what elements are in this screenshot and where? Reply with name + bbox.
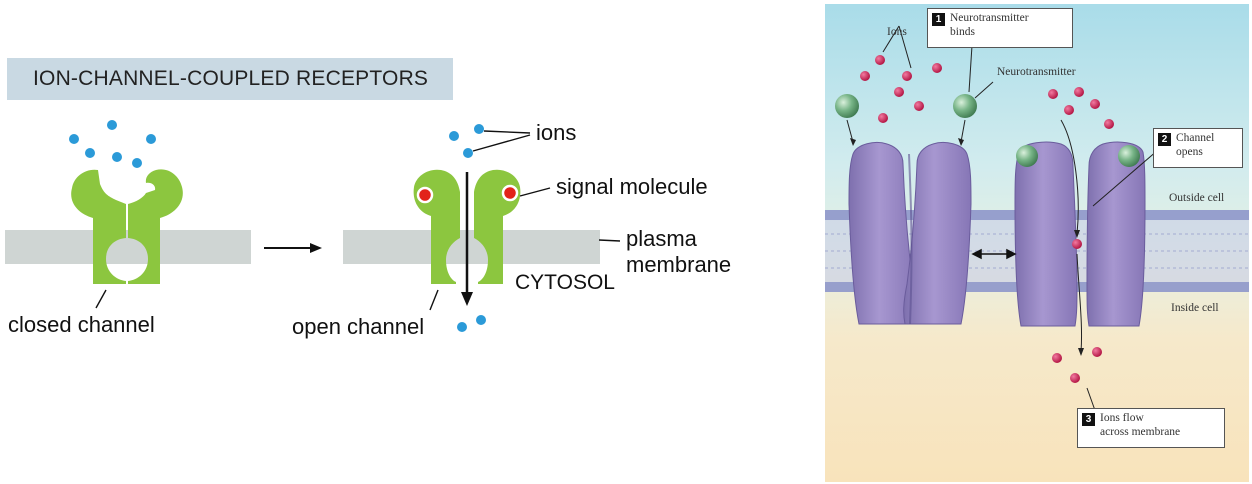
ion bbox=[449, 131, 459, 141]
plasma-membrane-open bbox=[343, 230, 600, 264]
ion bbox=[474, 124, 484, 134]
ion bbox=[132, 158, 142, 168]
closed-channel-protein bbox=[848, 141, 972, 325]
outside-cell-label: Outside cell bbox=[1169, 192, 1225, 204]
signal-molecule-left bbox=[416, 186, 434, 204]
step-1-number: 1 bbox=[932, 13, 945, 26]
open-channel-leader bbox=[429, 289, 439, 311]
right-diagram-panel: Ions Neurotransmitter Outside cell Insid… bbox=[825, 4, 1249, 482]
ion bbox=[1090, 99, 1100, 109]
step-2-number: 2 bbox=[1158, 133, 1171, 146]
ion bbox=[1064, 105, 1074, 115]
neurotransmitter-free-left bbox=[835, 94, 859, 118]
left-diagram-panel: ION-CHANNEL-COUPLED RECEPTORS bbox=[5, 58, 732, 339]
ions-inside bbox=[1052, 347, 1102, 383]
ions-label: ions bbox=[536, 120, 577, 145]
ion bbox=[878, 113, 888, 123]
open-channel-protein bbox=[1014, 141, 1146, 327]
title-banner: ION-CHANNEL-COUPLED RECEPTORS bbox=[7, 58, 453, 100]
ion bbox=[107, 120, 117, 130]
ion bbox=[85, 148, 95, 158]
left-diagram-graphic bbox=[5, 120, 621, 332]
ion bbox=[860, 71, 870, 81]
membrane-leader bbox=[598, 239, 621, 242]
step-2-callout: 2 Channel opens bbox=[1153, 128, 1243, 168]
right-arrowheads bbox=[850, 138, 1084, 356]
closed-channel-label: closed channel bbox=[8, 312, 155, 337]
ions-outside bbox=[860, 55, 1114, 129]
ion bbox=[457, 322, 467, 332]
ion bbox=[1104, 119, 1114, 129]
open-channel-label: open channel bbox=[292, 314, 425, 339]
membrane-label: membrane bbox=[626, 252, 732, 277]
cytosol-label: CYTOSOL bbox=[515, 271, 615, 294]
ion bbox=[1074, 87, 1084, 97]
ion bbox=[463, 148, 473, 158]
ions-label-right: Ions bbox=[887, 26, 907, 38]
step-3-line2: across membrane bbox=[1100, 425, 1181, 438]
ion bbox=[476, 315, 486, 325]
ion-in-channel bbox=[1072, 239, 1082, 249]
closed-channel-receptor bbox=[71, 169, 183, 284]
ions-leader-2 bbox=[472, 134, 531, 152]
ion bbox=[146, 134, 156, 144]
ions-leader-1 bbox=[483, 130, 531, 134]
signal-molecule-right bbox=[501, 184, 519, 202]
step-1-callout: 1 Neurotransmitter binds bbox=[927, 8, 1073, 48]
step-1-line1: Neurotransmitter bbox=[950, 12, 1029, 24]
step-2-line1: Channel bbox=[1176, 132, 1215, 144]
ion bbox=[1052, 353, 1062, 363]
neurotransmitter-label: Neurotransmitter bbox=[997, 66, 1076, 78]
lateral-diffusion-arrow bbox=[971, 248, 1017, 260]
leader-lines bbox=[95, 130, 621, 311]
ion bbox=[1092, 347, 1102, 357]
step-2-line2: opens bbox=[1176, 145, 1203, 158]
neurotransmitter-free-right bbox=[953, 94, 977, 118]
step-3-line1: Ions flow bbox=[1100, 412, 1144, 424]
ion bbox=[112, 152, 122, 162]
ions-open-group bbox=[449, 124, 486, 332]
plasma-label: plasma bbox=[626, 226, 697, 251]
ion bbox=[1048, 89, 1058, 99]
closed-channel-leader bbox=[95, 289, 107, 309]
ion bbox=[69, 134, 79, 144]
neurotransmitter-bound-left bbox=[1016, 145, 1038, 167]
right-diagram-graphic bbox=[825, 25, 1249, 417]
step-3-number: 3 bbox=[1082, 413, 1095, 426]
ion-flow-arrowhead bbox=[461, 292, 473, 306]
ion bbox=[902, 71, 912, 81]
ion bbox=[1070, 373, 1080, 383]
step-1-line2: binds bbox=[950, 25, 975, 38]
step-3-callout: 3 Ions flow across membrane bbox=[1077, 408, 1225, 448]
inside-cell-label: Inside cell bbox=[1171, 302, 1219, 314]
ion bbox=[932, 63, 942, 73]
ion bbox=[914, 101, 924, 111]
ion bbox=[875, 55, 885, 65]
signal-molecule-label: signal molecule bbox=[556, 174, 708, 199]
ion bbox=[894, 87, 904, 97]
transition-arrowhead bbox=[310, 243, 322, 253]
ions-closed-group bbox=[69, 120, 156, 168]
neurotransmitter-bound-right bbox=[1118, 145, 1140, 167]
signal-molecule-leader bbox=[519, 187, 551, 197]
